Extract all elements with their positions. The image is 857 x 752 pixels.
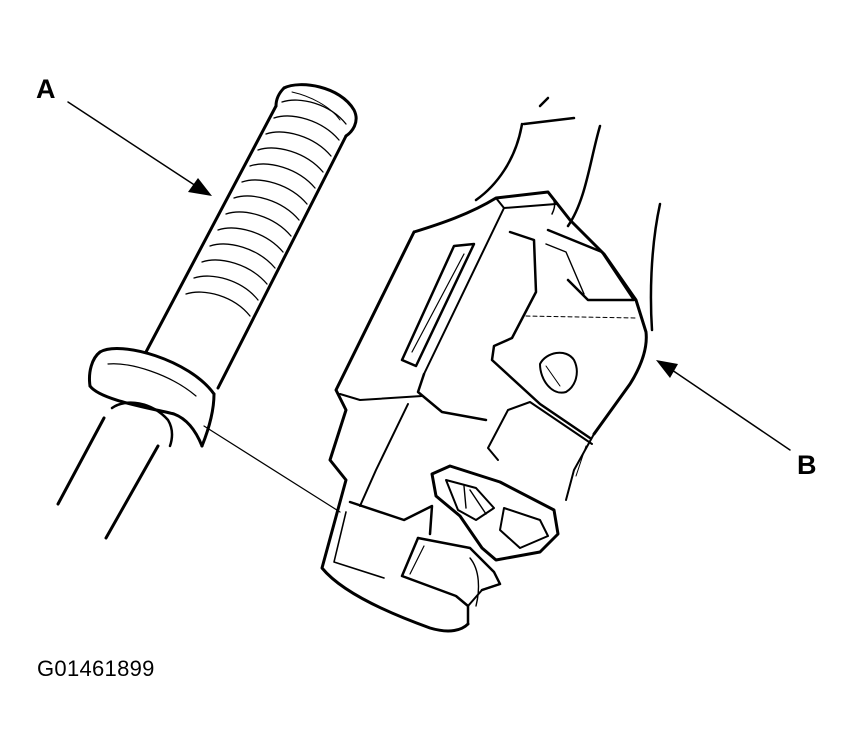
callout-arrow-a	[67, 101, 212, 196]
callout-arrow-b	[656, 360, 791, 451]
leader-line	[203, 425, 341, 513]
grommet-icon	[88, 347, 216, 448]
cable-icon	[56, 416, 160, 540]
callout-label-b: B	[797, 450, 817, 480]
electrical-connector-icon	[320, 96, 662, 633]
thread-lines	[185, 91, 347, 317]
threaded-stud-icon	[144, 83, 358, 390]
figure-id: G01461899	[37, 656, 155, 681]
callout-label-a: A	[36, 74, 56, 104]
